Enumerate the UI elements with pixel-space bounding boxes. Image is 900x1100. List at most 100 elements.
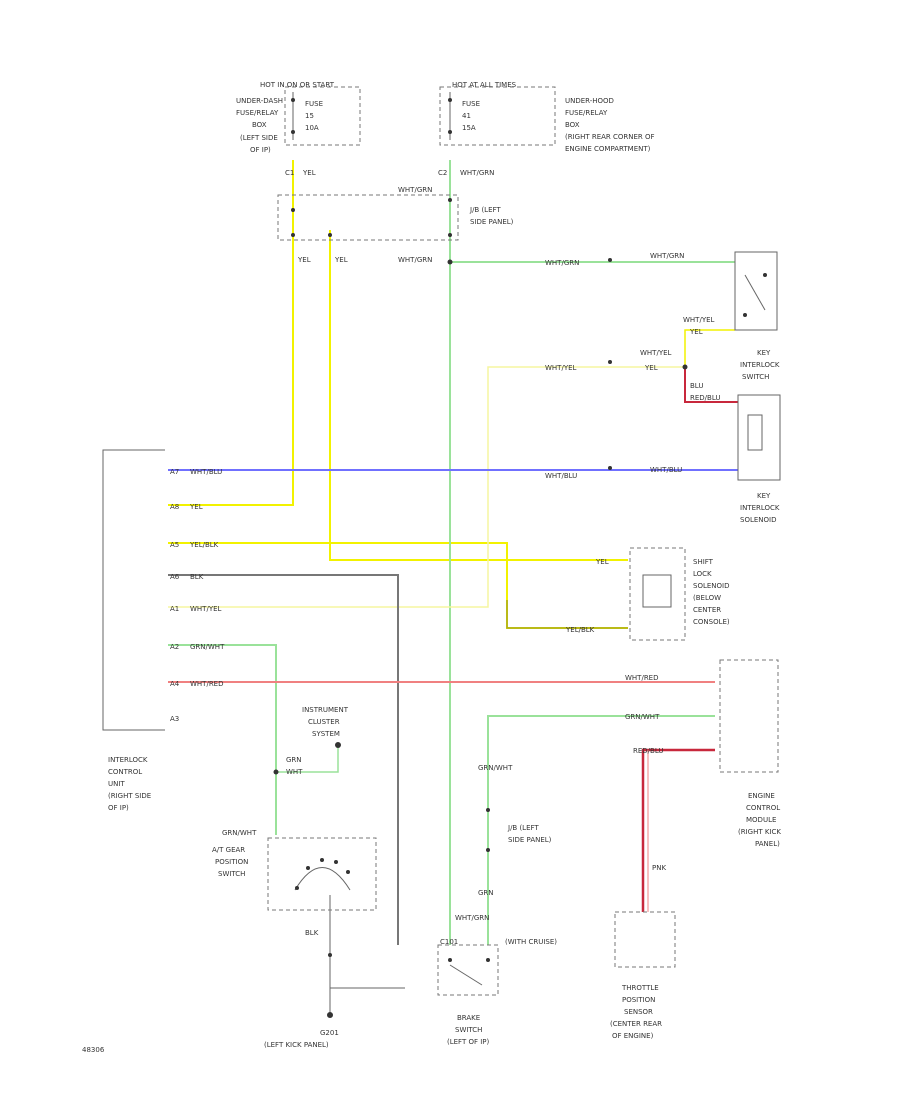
- fuse-right-fuse-1: FUSE: [462, 100, 480, 108]
- wire-grn-wht-a2: [168, 644, 277, 835]
- label-wht-yel-switch: WHT/YEL: [683, 316, 715, 324]
- label-wht-grn-lower: WHT/GRN: [455, 914, 489, 922]
- interlock-control-unit: A7 A8 A5 A6 A1 A2 A4 A3 INTERLOCK CONTRO…: [102, 449, 180, 812]
- label-a7-wire: WHT/BLU: [190, 468, 222, 476]
- jb-lower-line-1: J/B (LEFT: [507, 824, 539, 832]
- key-interlock-solenoid: KEY INTERLOCK SOLENOID: [737, 394, 781, 524]
- fuse-right-fuse-3: 15A: [462, 124, 476, 132]
- label-yel-top: YEL: [302, 169, 316, 177]
- pin-a1: A1: [170, 605, 179, 613]
- ecm-line-2: CONTROL: [746, 804, 780, 812]
- ecm-line-3: MODULE: [746, 816, 776, 824]
- fuse-box-left: HOT IN ON OR START UNDER-DASH FUSE/RELAY…: [236, 81, 361, 154]
- label-c1-left: C1: [285, 169, 294, 177]
- cluster-line-1: INSTRUMENT: [302, 706, 349, 714]
- ecm-line-5: PANEL): [755, 840, 780, 848]
- ground-g201: G201 (LEFT KICK PANEL): [264, 1012, 339, 1049]
- shift-solenoid-line-6: CONSOLE): [693, 618, 730, 626]
- label-c2-right: C2: [438, 169, 447, 177]
- pin-a8: A8: [170, 503, 179, 511]
- label-yel-shift: YEL: [595, 558, 609, 566]
- pin-a2: A2: [170, 643, 179, 651]
- engine-control-module: ENGINE CONTROL MODULE (RIGHT KICK PANEL): [719, 659, 781, 848]
- label-yel-blk-shift: YEL/BLK: [565, 626, 595, 634]
- junction-block-upper: J/B (LEFT SIDE PANEL) WHT/GRN: [277, 186, 514, 241]
- label-a8-wire: YEL: [189, 503, 203, 511]
- wire-yel-fuse-to-a8: [168, 160, 294, 506]
- gear-switch-line-2: POSITION: [215, 858, 248, 866]
- fuse-left-line-1: UNDER-DASH: [236, 97, 283, 105]
- label-grn-wht-ecm: GRN/WHT: [625, 713, 660, 721]
- shift-solenoid-line-3: SOLENOID: [693, 582, 729, 590]
- key-solenoid-line-3: SOLENOID: [740, 516, 776, 524]
- control-unit-line-3: UNIT: [108, 780, 125, 788]
- wire-grn-cluster: [276, 745, 339, 773]
- ecm-line-4: (RIGHT KICK: [738, 828, 781, 836]
- wire-wht-yel-a1: [168, 366, 685, 608]
- pin-a4: A4: [170, 680, 180, 688]
- gear-switch-line-3: SWITCH: [218, 870, 245, 878]
- fuse-left-line-2: FUSE/RELAY: [236, 109, 279, 117]
- shift-lock-solenoid: SHIFT LOCK SOLENOID (BELOW CENTER CONSOL…: [629, 547, 730, 641]
- shift-solenoid-line-5: CENTER: [693, 606, 721, 614]
- shift-solenoid-line-4: (BELOW: [693, 594, 721, 602]
- fuse-right-line-1: UNDER-HOOD: [565, 97, 614, 105]
- key-switch-line-2: INTERLOCK: [740, 361, 780, 369]
- tps-line-2: POSITION: [622, 996, 655, 1004]
- label-wht-blu-mid: WHT/BLU: [545, 472, 577, 480]
- fuse-left-header: HOT IN ON OR START: [260, 81, 335, 89]
- label-a2-wire: GRN/WHT: [190, 643, 225, 651]
- gear-switch-line-1: A/T GEAR: [212, 846, 245, 854]
- shift-solenoid-line-2: LOCK: [693, 570, 712, 578]
- label-red-switch: RED/BLU: [690, 394, 721, 402]
- label-wht-grn-run-2: WHT/GRN: [650, 252, 684, 260]
- key-switch-line-3: SWITCH: [742, 373, 769, 381]
- key-solenoid-line-2: INTERLOCK: [740, 504, 780, 512]
- fuse-left-fuse-2: 15: [305, 112, 314, 120]
- label-a6-wire: BLK: [190, 573, 204, 581]
- fuse-left-fuse-3: 10A: [305, 124, 319, 132]
- label-grn-lower: GRN: [478, 889, 494, 897]
- fuse-right-line-5: ENGINE COMPARTMENT): [565, 145, 651, 153]
- label-wht-yel-mid: WHT/YEL: [545, 364, 577, 372]
- tps-line-4: (CENTER REAR: [610, 1020, 662, 1028]
- control-unit-line-2: CONTROL: [108, 768, 142, 776]
- brake-switch-line-1: BRAKE: [457, 1014, 480, 1022]
- fuse-right-line-4: (RIGHT REAR CORNER OF: [565, 133, 655, 141]
- jb-lower-line-2: SIDE PANEL): [508, 836, 552, 844]
- pin-a7: A7: [170, 468, 179, 476]
- label-a4-wire: WHT/RED: [190, 680, 224, 688]
- pin-a5: A5: [170, 541, 179, 549]
- brake-cruise-label: (WITH CRUISE): [505, 938, 557, 946]
- label-a1-wire: WHT/YEL: [190, 605, 222, 613]
- fuse-box-right: HOT AT ALL TIMES UNDER-HOOD FUSE/RELAY B…: [439, 81, 655, 153]
- label-wht-grn-top: WHT/GRN: [460, 169, 494, 177]
- brake-switch-line-2: SWITCH: [455, 1026, 482, 1034]
- tps-line-5: OF ENGINE): [612, 1032, 654, 1040]
- label-grn-cluster: GRN: [286, 756, 302, 764]
- ecm-line-1: ENGINE: [748, 792, 775, 800]
- label-yel-vertical-2: YEL: [334, 256, 348, 264]
- ground-line-1: G201: [320, 1029, 339, 1037]
- tps-line-1: THROTTLE: [621, 984, 659, 992]
- fuse-left-line-5: OF IP): [250, 146, 271, 154]
- label-wht-blu-end: WHT/BLU: [650, 466, 682, 474]
- diagram-reference: 48306: [82, 1046, 105, 1054]
- control-unit-line-1: INTERLOCK: [108, 756, 148, 764]
- label-pnk-tps: PNK: [652, 864, 666, 872]
- label-c101: C101: [440, 938, 458, 946]
- fuse-right-header: HOT AT ALL TIMES: [452, 81, 517, 89]
- label-grn-wht-lower: GRN/WHT: [478, 764, 513, 772]
- jb-upper-wire: WHT/GRN: [398, 186, 432, 194]
- label-red-blu-ecm: RED/BLU: [633, 747, 664, 755]
- label-wht-cluster: WHT: [286, 768, 303, 776]
- label-grn-wht-gear: GRN/WHT: [222, 829, 257, 837]
- tps-line-3: SENSOR: [624, 1008, 653, 1016]
- ground-line-2: (LEFT KICK PANEL): [264, 1041, 329, 1049]
- brake-switch: (WITH CRUISE) BRAKE SWITCH (LEFT OF IP): [437, 938, 557, 1046]
- label-blu-switch: BLU: [690, 382, 703, 390]
- key-solenoid-line-1: KEY: [757, 492, 771, 500]
- wire-yel-key-switch-top: [684, 329, 735, 367]
- shift-solenoid-line-1: SHIFT: [693, 558, 714, 566]
